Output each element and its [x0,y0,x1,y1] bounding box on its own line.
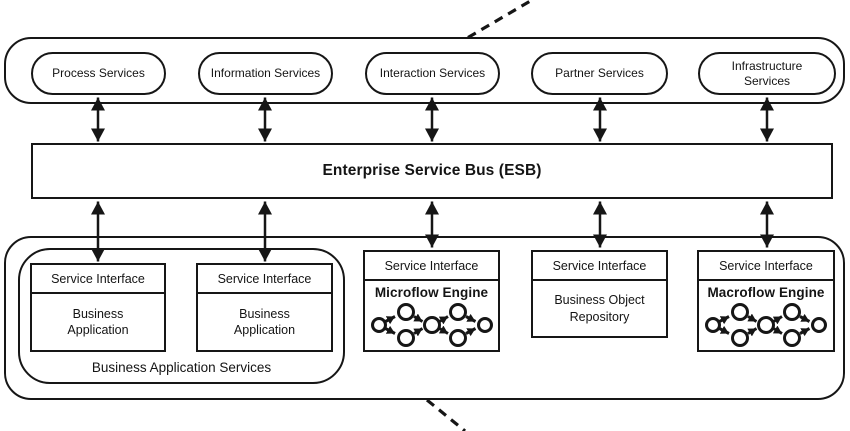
node-enterprise-service-bus: Enterprise Service Bus (ESB) [31,143,833,199]
dashed-connector-top [467,0,533,39]
node-body: Business Application [198,294,331,350]
service-interface-header: Service Interface [699,252,833,281]
service-interface-header: Service Interface [198,265,331,294]
service-interface-label: Service Interface [217,271,312,286]
node-label: Infrastructure Services [731,59,803,88]
engine-title: Macroflow Engine [707,285,825,300]
service-interface-label: Service Interface [552,258,647,273]
services-to-esb-arrows [91,97,774,142]
node-infrastructure-services: Infrastructure Services [698,52,836,95]
node-business-application-2: Service Interface Business Application [196,263,333,352]
business-application-label: Business Application [67,306,129,337]
node-body: Business Object Repository [533,281,666,336]
business-application-label: Business Application [233,306,296,337]
node-macroflow-engine: Service Interface Macroflow Engine [697,250,835,352]
node-partner-services: Partner Services [531,52,668,95]
service-interface-header: Service Interface [32,265,164,294]
node-microflow-engine: Service Interface Microflow Engine [363,250,500,352]
node-label: Information Services [210,66,321,81]
node-body: Business Application [32,294,164,350]
node-information-services: Information Services [198,52,333,95]
macroflow-process-icon [705,302,827,348]
node-label: Interaction Services [379,66,486,81]
dashed-connector-bottom [425,398,467,431]
service-interface-label: Service Interface [719,258,813,273]
node-label: Partner Services [555,66,644,81]
esb-label: Enterprise Service Bus (ESB) [322,162,542,179]
business-application-services-group: Service Interface Business Application S… [18,248,345,384]
service-interface-label: Service Interface [384,258,479,273]
repository-label: Business Object Repository [554,293,645,324]
services-layer-container: Process Services Information Services In… [4,37,845,104]
microflow-process-icon [371,302,493,348]
node-interaction-services: Interaction Services [365,52,500,95]
applications-layer-container: Service Interface Business Application S… [4,236,845,400]
engine-title: Microflow Engine [374,285,489,300]
service-interface-header: Service Interface [533,252,666,281]
node-business-object-repository: Service Interface Business Object Reposi… [531,250,668,338]
node-process-services: Process Services [31,52,166,95]
group-label: Business Application Services [91,360,272,375]
node-business-application-1: Service Interface Business Application [30,263,166,352]
service-interface-label: Service Interface [51,271,145,286]
node-label: Process Services [52,66,145,81]
service-interface-header: Service Interface [365,252,498,281]
